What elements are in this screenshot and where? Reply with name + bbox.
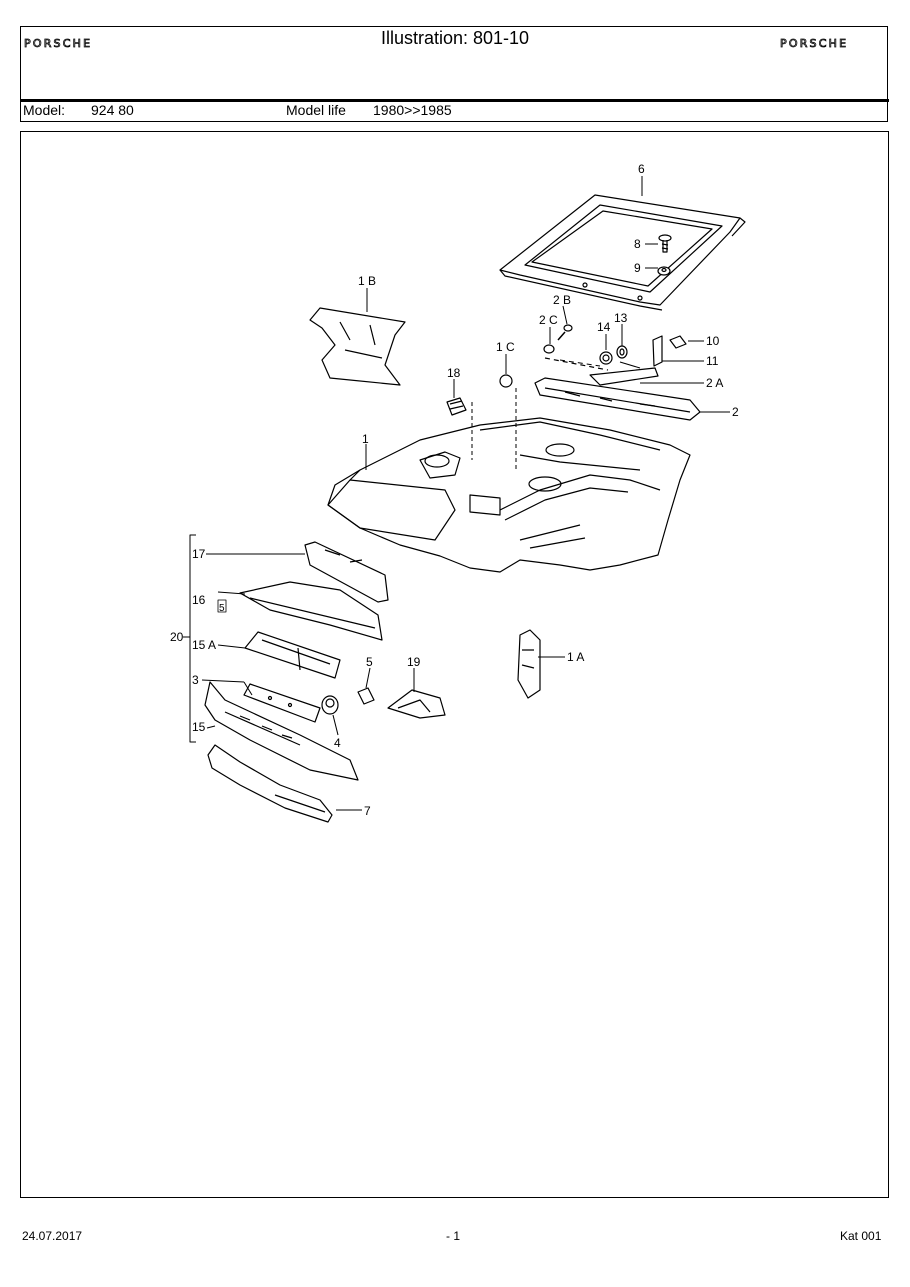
header-box	[20, 26, 888, 100]
footer-date: 24.07.2017	[22, 1229, 83, 1243]
leader-lines	[183, 176, 730, 811]
part-1-body-shell	[327, 417, 691, 573]
callout-13: 13	[614, 311, 628, 325]
part-9-washer	[657, 266, 671, 276]
callout-1a: 1 A	[567, 650, 584, 664]
callout-2: 2	[732, 405, 739, 419]
part-19-bracket	[387, 689, 446, 719]
part-18-bumper	[446, 397, 467, 416]
callout-10: 10	[706, 334, 720, 348]
part-15-lower-apron	[204, 681, 359, 781]
illustration-frame	[20, 131, 889, 1198]
part-15a-reinforcement	[244, 631, 341, 679]
part-8-screw	[658, 234, 672, 253]
part-11-bracket	[652, 335, 663, 367]
part-17-support	[304, 541, 389, 603]
callout-20: 20	[170, 630, 184, 644]
porsche-logo-left: PORSCHE	[24, 37, 93, 51]
page-title: Illustration: 801-10	[380, 28, 530, 48]
header-rule	[20, 99, 889, 102]
callout-15: 15	[192, 720, 206, 734]
part-1b-bracket	[309, 307, 406, 386]
part-10-clip	[669, 335, 687, 349]
callout-19: 19	[407, 655, 421, 669]
part-16-nose-panel	[239, 581, 383, 641]
model-label: Model:	[23, 102, 66, 118]
part-13-grommet	[616, 345, 628, 359]
part-2a-crossmember	[544, 357, 659, 386]
callout-11: 11	[706, 354, 719, 368]
callout-9: 9	[634, 261, 641, 275]
part-2-rear-panel	[534, 377, 701, 421]
callout-15a: 15 A	[192, 638, 216, 652]
model-value: 924 80	[91, 102, 134, 118]
porsche-logo-right: PORSCHE	[780, 37, 849, 51]
callout-3: 3	[192, 673, 199, 687]
part-5-clip	[357, 687, 375, 705]
callout-17: 17	[192, 547, 206, 561]
callout-16-sub: 5	[219, 603, 225, 614]
callout-2a: 2 A	[706, 376, 723, 390]
model-life-label: Model life	[286, 102, 346, 118]
part-1a-bracket	[517, 629, 541, 699]
callout-8: 8	[634, 237, 641, 251]
footer-page-number: - 1	[446, 1229, 461, 1243]
part-2c-nut	[543, 344, 555, 354]
part-1c-plug	[499, 374, 513, 388]
part-2b-bolt	[557, 324, 573, 341]
callout-1b: 1 B	[358, 274, 376, 288]
part-4-bushing	[321, 695, 339, 715]
callout-14: 14	[597, 320, 611, 334]
callout-7: 7	[364, 804, 371, 818]
callout-2b: 2 B	[553, 293, 571, 307]
part-7-spoiler	[207, 744, 333, 823]
callout-5: 5	[366, 655, 373, 669]
callout-6: 6	[638, 162, 645, 176]
callout-4: 4	[334, 736, 341, 750]
callout-16: 16	[192, 593, 206, 607]
callout-1c: 1 C	[496, 340, 515, 354]
callout-1: 1	[362, 432, 369, 446]
callout-18: 18	[447, 366, 461, 380]
model-row: Model: 924 80 Model life 1980>>1985	[20, 101, 888, 122]
part-14-grommet	[599, 351, 613, 365]
part-16-sub-box	[217, 599, 227, 613]
model-life-value: 1980>>1985	[373, 102, 452, 118]
callout-2c: 2 C	[539, 313, 558, 327]
part-6-hatch-frame	[499, 194, 746, 311]
footer-catalog: Kat 001	[840, 1229, 882, 1243]
